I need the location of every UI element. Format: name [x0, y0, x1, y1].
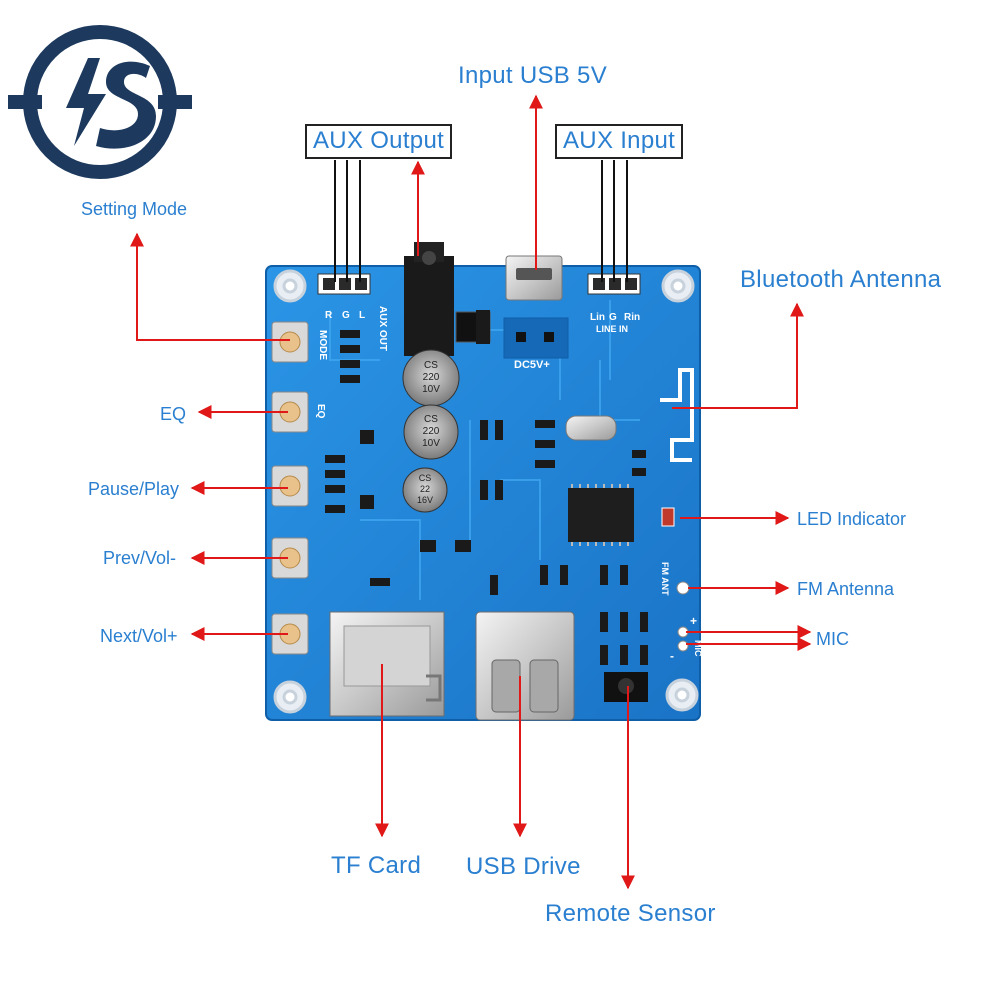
- label-bluetooth-antenna: Bluetooth Antenna: [740, 266, 942, 293]
- tact-buttons: [271, 321, 309, 655]
- smd-components: [325, 310, 648, 665]
- tf-card-slot: [329, 611, 445, 717]
- pin-lines: [334, 160, 628, 282]
- brand-logo: [8, 25, 192, 179]
- silk-aux-out: AUX OUT: [377, 306, 388, 351]
- label-aux-input: AUX Input: [555, 124, 684, 159]
- prev-vol-button: [271, 537, 309, 579]
- silk-l: L: [359, 310, 365, 321]
- capacitor-1: CS 220 10V: [402, 349, 460, 407]
- silk-g: G: [342, 310, 350, 321]
- ir-receiver: [604, 672, 648, 702]
- label-eq: EQ: [160, 404, 187, 424]
- bluetooth-board: MODE EQ R G L AUX OUT DC5V+ Lin G Rin LI…: [265, 242, 703, 721]
- arrow-bluetooth-antenna: [672, 302, 804, 409]
- label-remote-sensor: Remote Sensor: [545, 900, 716, 927]
- main-ic: [568, 484, 634, 546]
- svg-text:220: 220: [423, 372, 440, 383]
- label-mic: MIC: [816, 629, 849, 649]
- crystal: [565, 415, 617, 441]
- capacitor-2: CS 220 10V: [403, 404, 459, 460]
- silk-dc5v: DC5V+: [514, 359, 550, 371]
- svg-text:16V: 16V: [417, 495, 433, 505]
- silk-lin: Lin: [590, 312, 605, 323]
- usb-a-port: [475, 611, 575, 721]
- silk-mic: MIC: [693, 640, 703, 657]
- fm-antenna-pad: [676, 581, 690, 595]
- eq-button: [271, 391, 309, 433]
- label-prev-vol: Prev/Vol-: [103, 548, 177, 568]
- svg-text:CS: CS: [424, 360, 438, 371]
- svg-text:220: 220: [423, 426, 440, 437]
- led: [661, 507, 675, 527]
- label-fm-antenna: FM Antenna: [797, 579, 895, 599]
- aux-out-header: [317, 273, 371, 295]
- capacitor-3: CS 22 16V: [402, 467, 448, 513]
- mode-button: [271, 321, 309, 363]
- svg-text:CS: CS: [424, 414, 438, 425]
- label-tf-card: TF Card: [331, 852, 422, 879]
- silk-rin: Rin: [624, 312, 640, 323]
- silk-g2: G: [609, 312, 617, 323]
- silk-eq: EQ: [315, 404, 326, 419]
- label-pause-play: Pause/Play: [88, 479, 180, 499]
- silkscreen: MODE EQ R G L AUX OUT DC5V+ Lin G Rin LI…: [315, 306, 703, 663]
- label-led-indicator: LED Indicator: [797, 509, 907, 529]
- svg-text:CS: CS: [419, 473, 432, 483]
- silk-mode: MODE: [317, 330, 328, 360]
- svg-text:10V: 10V: [422, 384, 440, 395]
- label-usb-drive: USB Drive: [466, 853, 581, 880]
- bluetooth-antenna-trace: [660, 368, 694, 462]
- silk-line-in: LINE IN: [596, 324, 628, 334]
- mic-pad-minus: [677, 640, 689, 652]
- svg-text:22: 22: [420, 484, 430, 494]
- mounting-holes: [273, 269, 699, 714]
- silk-r: R: [325, 310, 333, 321]
- silk-fm-ant: FM ANT: [660, 562, 670, 596]
- arrow-setting-mode: [130, 232, 290, 341]
- pause-play-button: [271, 465, 309, 507]
- label-setting-mode: Setting Mode: [81, 199, 188, 219]
- label-next-vol: Next/Vol+: [100, 626, 178, 646]
- leader-lines: [130, 94, 812, 890]
- label-input-usb: Input USB 5V: [458, 62, 608, 89]
- silk-plus: +: [690, 614, 697, 628]
- svg-text:10V: 10V: [422, 438, 440, 449]
- silk-minus: -: [670, 649, 674, 663]
- label-aux-output: AUX Output: [305, 124, 453, 159]
- micro-usb-port: [505, 255, 563, 301]
